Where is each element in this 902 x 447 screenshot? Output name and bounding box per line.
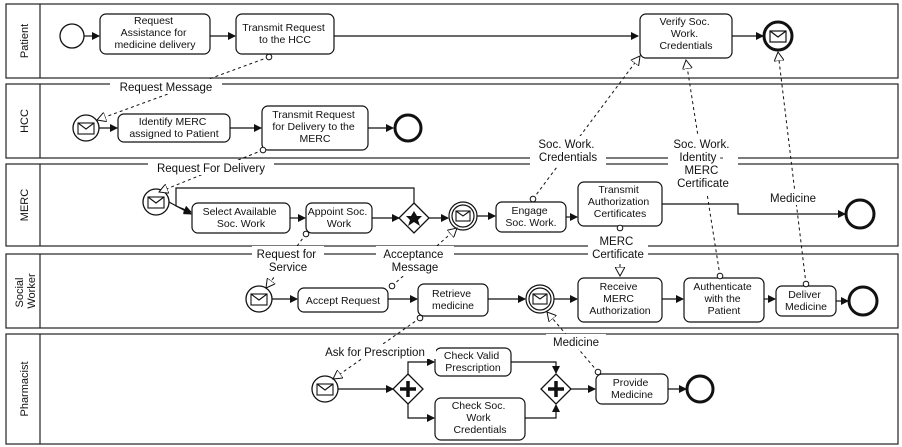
end-message-event-patient xyxy=(762,20,794,52)
svg-text:Appoint Soc. Work: Appoint Soc. Work xyxy=(308,206,370,230)
envelope-icon xyxy=(316,383,334,396)
svg-text:Request for Service: Request for Service xyxy=(257,249,320,274)
svg-text:Receive MERC Autho: Receive MERC Authorization xyxy=(589,281,650,317)
svg-text:Soc. Work. Identity -: Soc. Work. Identity - MERC Certificate xyxy=(673,139,732,190)
task-appoint-soc-work[interactable]: Appoint Soc. Work xyxy=(305,202,373,234)
label-request-message: Request Message xyxy=(110,79,222,94)
label-acceptance-message: Acceptance Message xyxy=(376,246,454,276)
end-event-social-worker xyxy=(847,285,879,317)
svg-text:Soc. Work. Credentials: Soc. Work. Credentials xyxy=(538,139,597,164)
start-message-event-hcc xyxy=(72,114,100,142)
task-transmit-authorization[interactable]: Transmit Authorization Certificates xyxy=(577,181,663,227)
svg-text:Transmit Request for Del: Transmit Request for Delivery to the MER… xyxy=(272,109,357,145)
task-request-assistance[interactable]: Request Assistance for medicine delivery xyxy=(99,13,211,55)
start-event-patient xyxy=(59,23,85,49)
svg-text:Provide Medicine: Provide Medicine xyxy=(611,377,653,401)
task-accept-request[interactable]: Accept Request xyxy=(297,287,389,313)
task-receive-merc-authorization[interactable]: Receive MERC Authorization xyxy=(577,277,663,323)
task-authenticate-patient[interactable]: Authenticate with the Patient xyxy=(683,277,765,323)
task-check-valid-prescription[interactable]: Check Valid Prescription xyxy=(434,347,512,377)
label-medicine-pharmacist: Medicine xyxy=(546,334,606,349)
envelope-icon xyxy=(77,122,95,135)
svg-text:Request Message: Request Message xyxy=(120,82,213,94)
message-flow-medicine-patient xyxy=(778,52,806,284)
end-event-hcc xyxy=(393,113,423,143)
svg-text:Check Soc. Work Cr: Check Soc. Work Credentials xyxy=(452,400,509,436)
intermediate-message-event-merc xyxy=(448,201,478,231)
svg-text:Request For Delivery: Request For Delivery xyxy=(157,163,265,175)
task-transmit-request-merc[interactable]: Transmit Request for Delivery to the MER… xyxy=(261,105,369,151)
lane-label-merc: MERC xyxy=(19,189,31,221)
svg-text:Check Valid Prescription: Check Valid Prescription xyxy=(444,350,502,374)
parallel-gateway-join xyxy=(540,373,572,405)
envelope-icon xyxy=(455,210,471,222)
task-select-soc-work[interactable]: Select Available Soc. Work xyxy=(191,202,291,234)
label-request-for-delivery: Request For Delivery xyxy=(148,160,274,175)
svg-text:Select Available Soc. Wo: Select Available Soc. Work xyxy=(203,206,280,230)
svg-text:Verify Soc. Work.: Verify Soc. Work. Credentials xyxy=(659,16,712,52)
svg-text:Retrieve medicine: Retrieve medicine xyxy=(432,288,474,312)
lane-label-hcc: HCC xyxy=(19,109,31,133)
sequence-flow xyxy=(407,404,435,422)
end-event-merc xyxy=(844,198,876,230)
lane-label-social-worker: Social Worker xyxy=(14,273,38,309)
label-merc-certificate: MERC Certificate xyxy=(588,233,648,263)
lane-label-pharmacist: Pharmacist xyxy=(19,361,31,416)
intermediate-message-event-social-worker xyxy=(525,284,555,314)
svg-text:Acceptance Message: Acceptance Message xyxy=(383,249,446,274)
svg-text:Authenticate with the: Authenticate with the Patient xyxy=(693,281,754,317)
end-event-pharmacist xyxy=(685,374,715,404)
task-engage-soc-work[interactable]: Engage Soc. Work. xyxy=(495,201,567,233)
task-retrieve-medicine[interactable]: Retrieve medicine xyxy=(417,283,489,317)
message-flow-request-for-service xyxy=(266,234,306,288)
svg-text:Request Assistance for: Request Assistance for medicine delivery xyxy=(114,15,196,51)
svg-text:Engage Soc. Work.: Engage Soc. Work. xyxy=(505,205,556,229)
task-check-soc-work-credentials[interactable]: Check Soc. Work Credentials xyxy=(434,397,526,441)
label-identity-certificate: Soc. Work. Identity - MERC Certificate xyxy=(668,136,738,194)
envelope-icon xyxy=(250,293,268,306)
svg-text:Medicine: Medicine xyxy=(770,193,816,205)
svg-text:Medicine: Medicine xyxy=(553,337,599,349)
envelope-icon xyxy=(532,293,548,305)
svg-text:Identify MERC assigned t: Identify MERC assigned to Patient xyxy=(129,116,218,140)
task-verify-credentials[interactable]: Verify Soc. Work. Credentials xyxy=(639,13,733,59)
start-message-event-social-worker xyxy=(245,285,273,313)
label-soc-work-credentials: Soc. Work. Credentials xyxy=(530,136,606,166)
svg-text:Deliver Medicine: Deliver Medicine xyxy=(785,289,827,313)
label-request-for-service: Request for Service xyxy=(252,246,324,276)
svg-text:Ask for Prescription: Ask for Prescription xyxy=(325,347,425,359)
start-message-event-pharmacist xyxy=(311,375,339,403)
task-provide-medicine[interactable]: Provide Medicine xyxy=(595,373,669,405)
pool-hcc: HCC xyxy=(5,83,899,159)
lane-label-patient: Patient xyxy=(19,24,31,58)
sequence-flow xyxy=(525,404,560,419)
label-medicine-merc: Medicine xyxy=(762,190,824,205)
envelope-icon xyxy=(147,196,165,209)
message-flow-medicine-social-worker xyxy=(547,312,598,372)
svg-text:MERC Certificate: MERC Certificate xyxy=(592,236,644,261)
envelope-icon xyxy=(769,30,787,43)
label-ask-for-prescription: Ask for Prescription xyxy=(314,344,436,359)
start-message-event-merc xyxy=(142,188,170,216)
task-identify-merc[interactable]: Identify MERC assigned to Patient xyxy=(117,113,231,143)
svg-text:Transmit Request to the: Transmit Request to the HCC xyxy=(242,22,327,46)
task-deliver-medicine[interactable]: Deliver Medicine xyxy=(775,285,837,317)
svg-text:Accept Request: Accept Request xyxy=(306,295,380,307)
task-transmit-request-hcc[interactable]: Transmit Request to the HCC xyxy=(235,13,335,55)
